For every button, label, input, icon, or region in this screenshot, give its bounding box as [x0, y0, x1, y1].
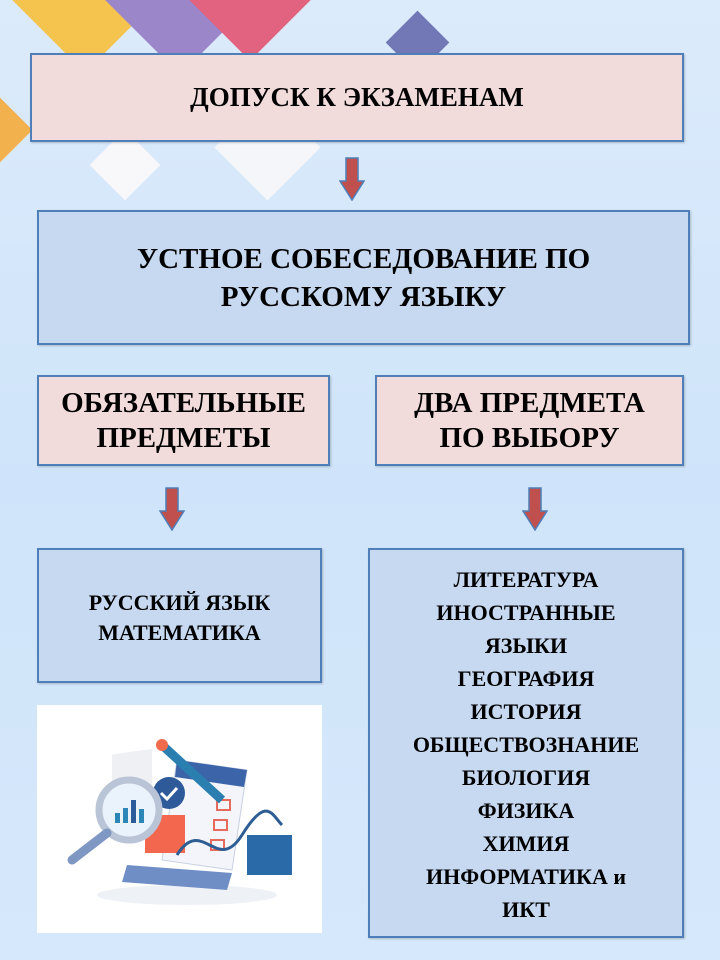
subject: ЛИТЕРАТУРА: [453, 567, 599, 592]
interview-line-2: РУССКОМУ ЯЗЫКУ: [220, 280, 507, 313]
exam-illustration: [37, 705, 322, 933]
subject: ИНОСТРАННЫЕ: [436, 600, 616, 625]
arrow-down-icon: [159, 487, 185, 531]
subject: ФИЗИКА: [477, 798, 575, 823]
subject: ХИМИЯ: [482, 831, 570, 856]
subject: ГЕОГРАФИЯ: [457, 666, 595, 691]
arrow-down-icon: [339, 157, 365, 201]
elective-box: ДВА ПРЕДМЕТА ПО ВЫБОРУ: [375, 375, 684, 466]
subject: РУССКИЙ ЯЗЫК: [88, 590, 271, 615]
subject: ИСТОРИЯ: [470, 699, 582, 724]
mandatory-title-1: ОБЯЗАТЕЛЬНЫЕ: [61, 386, 306, 419]
decor-orange: [0, 87, 33, 173]
interview-line-1: УСТНОЕ СОБЕСЕДОВАНИЕ ПО: [136, 242, 591, 275]
admission-box: ДОПУСК К ЭКЗАМЕНАМ: [30, 53, 684, 142]
arrow-down-icon: [522, 487, 548, 531]
subject: ОБЩЕСТВОЗНАНИЕ: [412, 732, 640, 757]
elective-subjects-box: ЛИТЕРАТУРА ИНОСТРАННЫЕ ЯЗЫКИ ГЕОГРАФИЯ И…: [368, 548, 684, 938]
subject: ЯЗЫКИ: [484, 633, 568, 658]
elective-title-2: ПО ВЫБОРУ: [439, 421, 620, 454]
mandatory-box: ОБЯЗАТЕЛЬНЫЕ ПРЕДМЕТЫ: [37, 375, 330, 466]
subject: МАТЕМАТИКА: [98, 620, 261, 645]
elective-title-1: ДВА ПРЕДМЕТА: [414, 386, 645, 419]
admission-label: ДОПУСК К ЭКЗАМЕНАМ: [190, 82, 524, 112]
mandatory-title-2: ПРЕДМЕТЫ: [96, 421, 271, 454]
subject: БИОЛОГИЯ: [461, 765, 591, 790]
interview-box: УСТНОЕ СОБЕСЕДОВАНИЕ ПО РУССКОМУ ЯЗЫКУ: [37, 210, 690, 345]
mandatory-subjects-box: РУССКИЙ ЯЗЫК МАТЕМАТИКА: [37, 548, 322, 683]
subject: ИКТ: [502, 897, 550, 922]
subject: ИНФОРМАТИКА и: [425, 864, 627, 889]
